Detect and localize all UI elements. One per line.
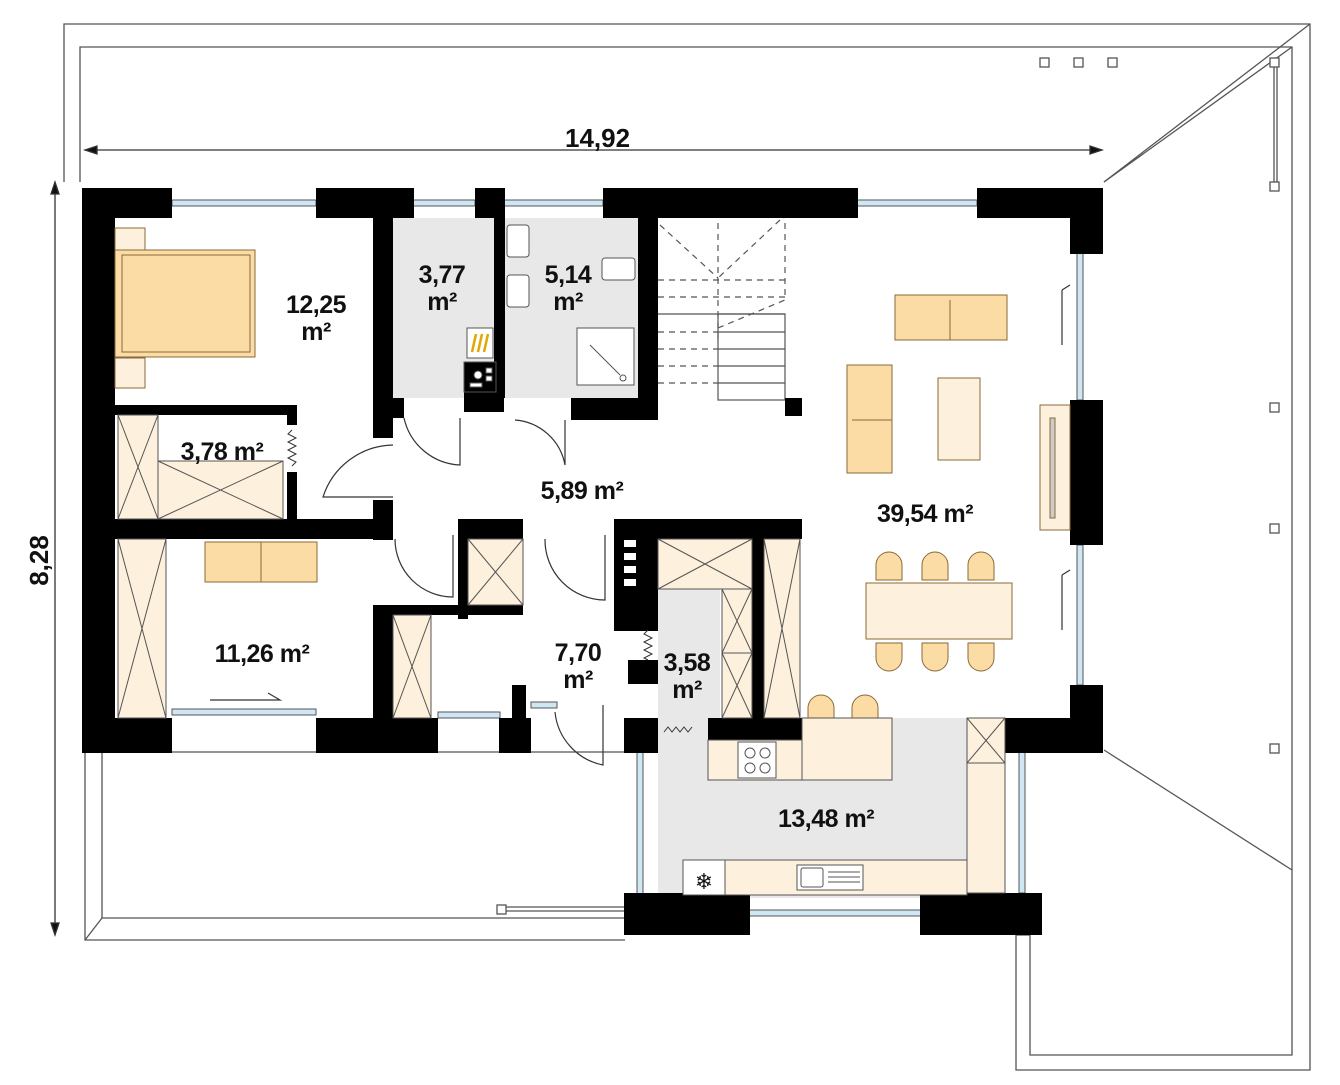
terrace-outline (63, 23, 1311, 1071)
curtain-zigzags (286, 429, 693, 733)
boiler (463, 327, 497, 393)
sofa-room2 (204, 541, 318, 583)
room-area: 12,25 (285, 291, 347, 319)
bathroom-fixtures (506, 224, 636, 386)
room-area: 3,58 (663, 649, 711, 677)
room-unit: m² (301, 318, 331, 346)
room-unit: m² (563, 666, 593, 694)
dining-set (807, 551, 1013, 719)
sliding-door-marks (210, 284, 1071, 701)
room-label-bedroom: 12,25 m² (285, 291, 347, 346)
room-area: 7,70 (554, 639, 602, 667)
room-label-wardrobe: 3,78 m² (180, 438, 264, 466)
windows (171, 199, 1084, 917)
room-label-hall: 5,89 m² (540, 477, 624, 505)
doors (322, 417, 606, 766)
room-unit: m² (427, 288, 457, 316)
room-label-entrance: 7,70 m² (555, 640, 602, 694)
room-label-pantry: 3,58 m² (664, 650, 711, 704)
wardrobes (117, 414, 1006, 894)
room-label-room-2: 11,26 m² (214, 640, 310, 668)
room-area: 3,77 (418, 261, 466, 289)
living-furniture (846, 294, 1071, 531)
room-label-boiler-room: 3,77 m² (419, 262, 466, 316)
width-dimension: 14,92 (565, 123, 631, 153)
bed (114, 227, 256, 389)
staircase (658, 212, 786, 401)
chimney-vents (624, 540, 636, 586)
kitchen-counters (682, 717, 968, 896)
room-label-kitchen: 13,48 m² (777, 805, 875, 833)
dimension-lines (50, 145, 1105, 938)
terrace-posts (496, 57, 1280, 915)
room-label-bathroom: 5,14 m² (545, 262, 592, 316)
height-dimension: 8,28 (23, 535, 54, 586)
room-unit: m² (672, 676, 702, 704)
room-unit: m² (553, 288, 583, 316)
room-label-living-dining: 39,54 m² (876, 500, 974, 528)
freezer-icon: ❄ (695, 869, 713, 894)
room-area: 5,14 (544, 261, 592, 289)
